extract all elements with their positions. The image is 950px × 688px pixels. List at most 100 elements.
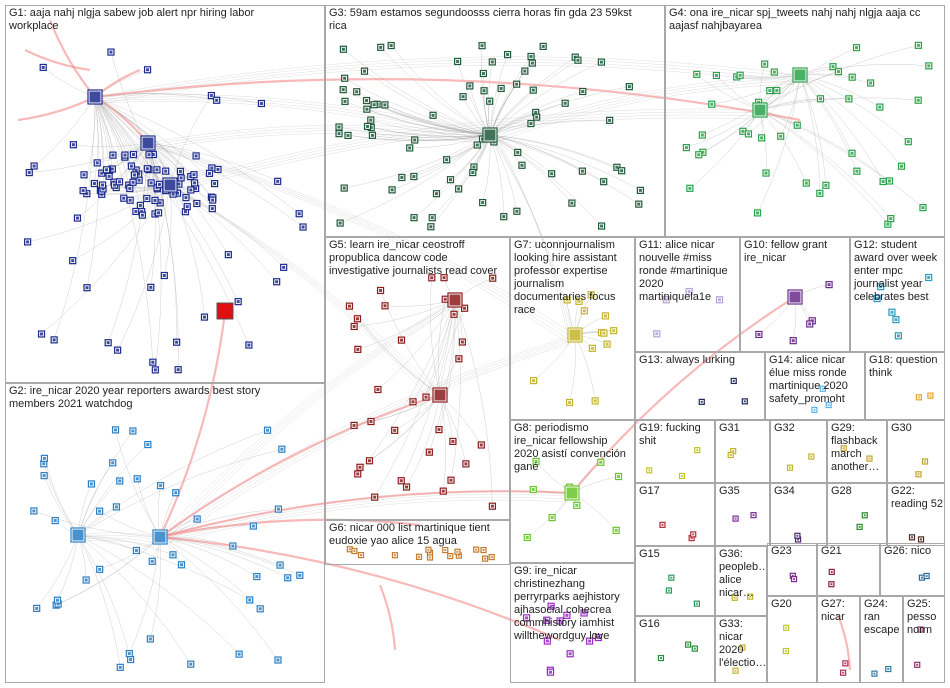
node-g20-1-fill bbox=[784, 650, 787, 653]
node-g5-3-fill bbox=[367, 459, 371, 463]
edge-g3-23 bbox=[343, 89, 491, 136]
hub-g8-0-fill bbox=[566, 487, 578, 499]
node-g2-40-fill bbox=[276, 507, 280, 511]
group-label-g7: G7: uconnjournalism looking hire assista… bbox=[514, 239, 617, 316]
node-g3-50-fill bbox=[346, 133, 350, 137]
node-g4-39-fill bbox=[760, 136, 764, 140]
node-g2-18-fill bbox=[251, 524, 255, 528]
cross-edge-2-1 bbox=[150, 127, 489, 146]
group-label-g27: G27: nicar bbox=[821, 598, 848, 623]
edge-g1-84 bbox=[94, 96, 154, 363]
node-g1-34-fill bbox=[145, 197, 149, 201]
node-g1-86-fill bbox=[162, 274, 166, 278]
node-g2-9-fill bbox=[131, 429, 135, 433]
node-g1-25-fill bbox=[151, 152, 155, 156]
group-label-g10: G10: fellow grant ire_nicar bbox=[744, 239, 828, 264]
node-g3-1-fill bbox=[481, 71, 485, 75]
node-g9-6-fill bbox=[582, 611, 586, 615]
cross-edge-1-0 bbox=[94, 56, 801, 98]
node-g3-49-fill bbox=[563, 101, 567, 105]
edge-g5-16 bbox=[354, 299, 456, 327]
edge-g4-11 bbox=[759, 109, 924, 208]
hub-g10-0-fill bbox=[789, 291, 801, 303]
node-g17-1-fill bbox=[690, 537, 693, 540]
hub-g1-1-fill bbox=[142, 137, 154, 149]
node-g1-20-fill bbox=[122, 196, 126, 200]
node-g12-2-fill bbox=[927, 276, 931, 280]
node-g1-84-fill bbox=[151, 360, 155, 364]
node-g1-89-fill bbox=[202, 315, 206, 319]
node-g1-82-fill bbox=[210, 207, 214, 211]
node-g2-38-fill bbox=[148, 637, 152, 641]
edge-g3-25 bbox=[356, 91, 491, 136]
edge-g1-0 bbox=[94, 96, 99, 184]
node-g5-25-fill bbox=[369, 420, 373, 424]
node-g3-22-fill bbox=[550, 172, 554, 176]
node-g4-10-fill bbox=[824, 183, 828, 187]
node-g1-44-fill bbox=[140, 213, 144, 217]
edge-g4-14 bbox=[799, 74, 880, 108]
edge-g2-25 bbox=[77, 534, 250, 601]
edge-g5-33 bbox=[430, 277, 441, 396]
edge-g3-55 bbox=[489, 134, 641, 191]
node-g1-64-fill bbox=[155, 168, 159, 172]
node-g3-20-fill bbox=[430, 216, 434, 220]
group-label-g25: G25: pesso norm bbox=[907, 598, 937, 636]
node-g3-66-fill bbox=[499, 86, 503, 90]
node-g6-3-fill bbox=[348, 548, 351, 551]
node-g7-10-fill bbox=[565, 298, 569, 302]
node-g31-0-fill bbox=[732, 450, 735, 453]
node-g3-30-fill bbox=[383, 103, 387, 107]
edge-g3-30 bbox=[384, 104, 491, 136]
node-g1-97-fill bbox=[153, 368, 157, 372]
edge-g5-27 bbox=[406, 394, 441, 488]
node-g4-9-fill bbox=[804, 181, 808, 185]
edge-g4-24 bbox=[799, 74, 884, 182]
node-g4-44-fill bbox=[906, 140, 910, 144]
node-g1-24-fill bbox=[110, 167, 114, 171]
node-g2-13-fill bbox=[118, 479, 122, 483]
node-g7-9-fill bbox=[582, 309, 586, 313]
edge-g3-15 bbox=[489, 134, 604, 182]
node-g11-3-fill bbox=[664, 298, 668, 302]
group-label-g12: G12: student award over week enter mpc j… bbox=[854, 239, 938, 303]
edge-g3-35 bbox=[489, 134, 617, 168]
group-label-g9: G9: ire_nicar christinezhang perryrparks… bbox=[514, 565, 620, 642]
node-g4-28-fill bbox=[927, 64, 931, 68]
node-g24-0-fill bbox=[887, 668, 890, 671]
node-g7-3-fill bbox=[577, 299, 581, 303]
node-g35-1-fill bbox=[734, 517, 737, 520]
node-g4-30-fill bbox=[772, 70, 776, 74]
node-g7-12-fill bbox=[568, 400, 572, 404]
node-g2-35-fill bbox=[42, 456, 46, 460]
node-g1-71-fill bbox=[116, 348, 120, 352]
node-g4-19-fill bbox=[886, 222, 890, 226]
node-g5-12-fill bbox=[490, 504, 494, 508]
hub-g4-1-fill bbox=[754, 104, 766, 116]
group-label-g21: G21 bbox=[821, 545, 842, 557]
node-g15-2-fill bbox=[667, 589, 670, 592]
edge-g2-7 bbox=[77, 448, 282, 536]
edge-g3-17 bbox=[344, 101, 491, 136]
edge-g3-43 bbox=[489, 134, 583, 172]
node-g27-1-fill bbox=[844, 662, 847, 665]
node-g4-34-fill bbox=[746, 132, 750, 136]
group-box-g30: G30 bbox=[887, 420, 945, 483]
edge-g2-16 bbox=[159, 536, 279, 661]
node-g4-8-fill bbox=[710, 102, 714, 106]
edge-g4-10 bbox=[799, 74, 827, 186]
cross-edge-0-1 bbox=[97, 96, 489, 139]
node-g1-67-fill bbox=[128, 186, 132, 190]
node-g2-2-fill bbox=[159, 484, 163, 488]
node-g2-3-fill bbox=[134, 548, 138, 552]
edge-g3-0 bbox=[489, 54, 508, 136]
edge-g4-6 bbox=[799, 74, 902, 167]
node-g5-15-fill bbox=[441, 489, 445, 493]
node-g6-14-fill bbox=[360, 554, 363, 557]
node-g1-74-fill bbox=[40, 332, 44, 336]
edge-g2-17 bbox=[77, 534, 131, 660]
group-label-g35: G35 bbox=[719, 485, 740, 497]
edge-g4-28 bbox=[799, 64, 929, 76]
node-g1-51-fill bbox=[178, 169, 182, 173]
hub-g5-1-fill bbox=[434, 389, 446, 401]
